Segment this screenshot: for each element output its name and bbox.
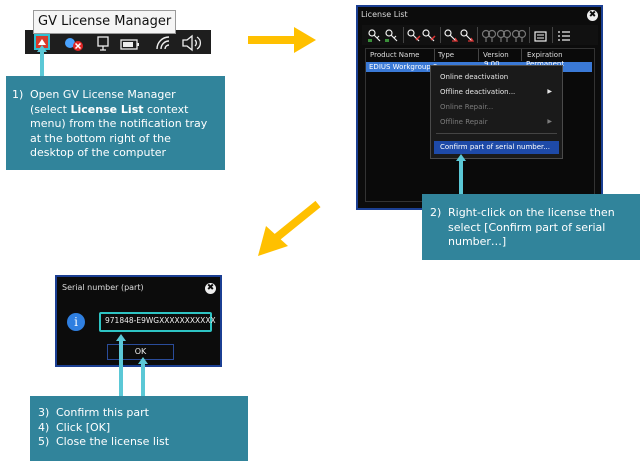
step1-line: desktop of the computer xyxy=(30,146,167,159)
step3-text: Confirm this part xyxy=(56,406,149,419)
submenu-arrow-icon: ▶ xyxy=(547,88,552,95)
serial-number-text: 971848-E9WGXXXXXXXXXXX xyxy=(105,316,216,325)
ok-button-label: OK xyxy=(134,347,147,356)
right-arrow xyxy=(248,25,318,55)
step3-item: 4) Click [OK] xyxy=(38,421,242,436)
menu-separator xyxy=(436,133,557,134)
network-error-icon[interactable] xyxy=(64,36,86,52)
tray-tooltip: GV License Manager xyxy=(33,10,176,34)
step1-bold-text: License List xyxy=(70,102,144,116)
close-icon[interactable]: ✖ xyxy=(205,283,216,294)
step2-line: select [Confirm part of serial xyxy=(448,220,606,234)
info-icon: i xyxy=(67,313,85,331)
toolbar-divider xyxy=(403,27,404,43)
header-divider xyxy=(478,49,479,61)
step1-line: at the bottom right of the xyxy=(30,131,171,145)
serial-number-dialog: Serial number (part) ✖ i 971848-E9WGXXXX… xyxy=(55,275,222,367)
step3-number: 4) xyxy=(38,420,50,434)
menu-item-offline-repair[interactable]: Offline Repair ▶ xyxy=(440,116,558,128)
step3-number: 5) xyxy=(38,435,50,448)
deactivate-offline-icon[interactable] xyxy=(421,28,437,42)
context-menu: Online deactivation Offline deactivation… xyxy=(430,65,563,159)
step1-number: 1) xyxy=(12,88,24,101)
volume-icon[interactable] xyxy=(181,34,203,52)
repair-icon[interactable] xyxy=(481,28,497,42)
notification-tray xyxy=(25,30,211,54)
submenu-arrow-icon: ▶ xyxy=(547,118,552,125)
header-divider xyxy=(521,49,522,61)
menu-item-confirm-serial[interactable]: Confirm part of serial number... xyxy=(434,141,559,154)
menu-item-label: Online Repair... xyxy=(440,103,494,111)
column-header-product[interactable]: Product Name xyxy=(370,51,420,59)
step3-callout: 3) Confirm this part 4) Click [OK] 5) Close… xyxy=(30,396,248,461)
connector-line-3b xyxy=(141,363,145,396)
activate-icon[interactable] xyxy=(367,28,383,42)
step1-text: context xyxy=(143,102,189,116)
menu-item-label: Offline deactivation... xyxy=(440,88,516,96)
repair-offline-icon[interactable] xyxy=(511,28,527,42)
step2-line: number…] xyxy=(448,235,507,248)
step1-text: (select xyxy=(30,102,71,116)
column-header-type[interactable]: Type xyxy=(438,51,455,59)
step2-line: Right-click on the license then xyxy=(448,206,615,219)
row-product-name: EDIUS Workgroup 9 xyxy=(369,63,438,71)
connector-head-1 xyxy=(37,45,47,52)
toolbar-divider xyxy=(477,27,478,43)
step3-item: 5) Close the license list xyxy=(38,435,242,450)
menu-item-label: Confirm part of serial number... xyxy=(440,143,550,151)
transfer-icon[interactable] xyxy=(443,28,459,42)
row-expiration: Permanent xyxy=(526,60,565,68)
toolbar-divider xyxy=(440,27,441,43)
step3-text: Close the license list xyxy=(56,435,170,448)
menu-item-label: Offline Repair xyxy=(440,118,488,126)
list-view-icon[interactable] xyxy=(556,28,572,42)
menu-item-label: Online deactivation xyxy=(440,73,509,81)
column-header-version[interactable]: Version xyxy=(483,51,509,59)
transfer-offline-icon[interactable] xyxy=(459,28,475,42)
deactivate-icon[interactable] xyxy=(406,28,422,42)
toolbar-divider xyxy=(552,27,553,43)
menu-item-offline-deactivation[interactable]: Offline deactivation... ▶ xyxy=(440,86,558,98)
usb-device-icon[interactable] xyxy=(95,35,111,51)
connector-line-3a xyxy=(119,340,123,396)
dialog-title: Serial number (part) xyxy=(62,283,144,292)
wifi-icon[interactable] xyxy=(155,35,171,51)
license-list-toolbar xyxy=(362,25,598,45)
battery-icon[interactable] xyxy=(120,36,142,50)
step3-number: 3) xyxy=(38,406,50,419)
connector-line-1 xyxy=(40,50,44,76)
repair-online-icon[interactable] xyxy=(496,28,512,42)
step1-line: Open GV License Manager xyxy=(30,88,176,101)
step2-callout: 2) Right-click on the license then selec… xyxy=(422,194,640,260)
row-version: 9.00 xyxy=(484,60,500,68)
header-divider xyxy=(434,49,435,61)
step2-number: 2) xyxy=(430,206,442,219)
export-icon[interactable] xyxy=(533,28,549,42)
serial-number-highlight xyxy=(99,312,212,332)
step1-callout: 1) Open GV License Manager (select Licen… xyxy=(6,76,225,170)
connector-head-3b xyxy=(138,357,148,364)
down-left-arrow xyxy=(252,200,322,260)
window-title: License List xyxy=(361,10,408,19)
activate-offline-icon[interactable] xyxy=(384,28,400,42)
step3-item: 3) Confirm this part xyxy=(38,406,242,421)
close-icon[interactable]: ✖ xyxy=(587,10,598,21)
connector-head-2 xyxy=(456,154,466,161)
step3-text: Click [OK] xyxy=(56,420,111,434)
toolbar-divider xyxy=(529,27,530,43)
connector-head-3a xyxy=(116,334,126,341)
step1-line: menu) from the notification tray xyxy=(30,117,208,130)
connector-line-2 xyxy=(459,160,463,194)
column-header-expiration[interactable]: Expiration xyxy=(527,51,563,59)
menu-item-online-deactivation[interactable]: Online deactivation xyxy=(440,71,508,83)
menu-item-online-repair[interactable]: Online Repair... xyxy=(440,101,493,113)
